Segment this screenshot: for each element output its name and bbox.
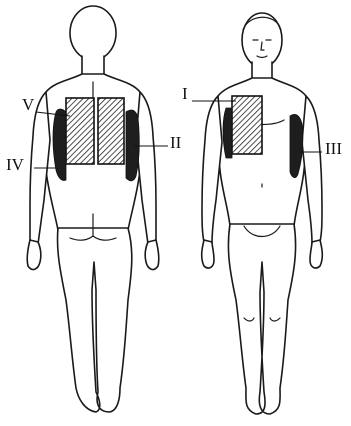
label-iii: III	[325, 139, 342, 158]
back-zone-ii	[126, 110, 139, 181]
front-right-hand	[310, 240, 322, 268]
front-zone-i-side	[223, 108, 232, 158]
back-view-figure	[27, 6, 159, 412]
back-zone-v-left	[66, 98, 94, 164]
back-neck	[82, 56, 104, 76]
label-i: I	[182, 84, 188, 103]
back-right-hand	[145, 240, 159, 269]
back-left-hand	[27, 240, 41, 269]
back-zone-v-right	[98, 98, 124, 164]
front-view-figure	[202, 13, 323, 414]
label-ii: II	[170, 133, 182, 152]
back-head	[70, 6, 116, 60]
label-v: V	[22, 95, 35, 114]
front-legs	[228, 224, 295, 414]
front-right-arm	[302, 96, 322, 244]
back-legs	[57, 228, 131, 412]
label-iv: IV	[6, 155, 25, 174]
back-right-arm	[136, 92, 156, 244]
front-left-arm	[202, 96, 222, 244]
front-zone-i	[232, 96, 262, 154]
front-left-hand	[202, 240, 214, 268]
